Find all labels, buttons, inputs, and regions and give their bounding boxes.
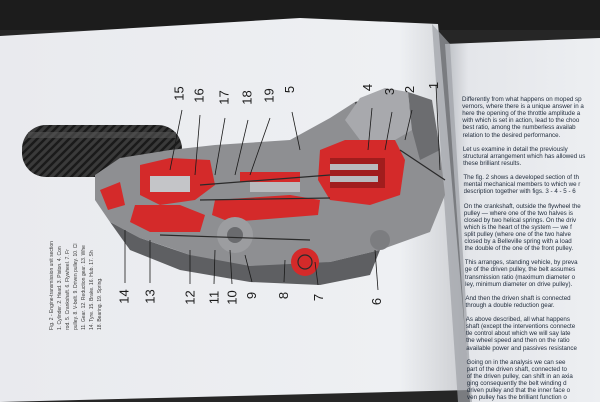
paragraph-line: shaft (except the interventions connecte [465, 323, 576, 331]
paragraph-line: part of the driven shaft, connected to [466, 365, 567, 373]
paragraph-line: available power and passives resistance [466, 344, 577, 352]
paragraph-line: mental mechanical members to which we r [463, 181, 581, 189]
paragraph-line: these brilliant results. [463, 159, 522, 167]
paragraph-line: ge of the driven pulley, the belt assume… [464, 266, 576, 274]
paragraph-line: Going on in the analysis we can see [466, 358, 566, 366]
paragraph-line: relation to the desired performance. [462, 131, 561, 139]
paragraph-line: which is the heart of the system — we f [464, 223, 572, 231]
paragraph-line: As above described, all what happens [465, 316, 570, 324]
paragraph-line: ley, minimum diameter on drive pulley). [465, 280, 573, 288]
paragraph-line: Differently from what happens on moped s… [462, 96, 582, 103]
paragraph-line: This arranges, standing vehicle, by prev… [464, 259, 578, 267]
paragraph-line: description together with figs. 3 - 4 - … [463, 188, 576, 196]
paragraph-line: the double of the one of the front pulle… [464, 245, 574, 253]
paragraph-line: And then the driven shaft is connected [465, 294, 571, 302]
paragraph-line: The fig. 2 shows a developed section of … [463, 174, 579, 182]
engine-cutaway-illustration [22, 88, 446, 285]
paragraph-line: of the driven pulley, can shift in an ax… [466, 372, 573, 380]
paragraph-line: closed by a Belleville spring with a loa… [464, 238, 572, 245]
paragraph-line: the wheel speed and then on the ratio [466, 337, 570, 345]
paragraph-line: transmission ratio (maximum diameter o [465, 273, 576, 281]
paragraph-line: Let us examine in detail the previously [462, 145, 568, 153]
paragraph-line: through a double reduction gear. [465, 301, 555, 309]
paragraph-line: pulley — where one of the two halves is [463, 209, 573, 217]
paragraph-line: vernors, where there is a unique answer … [462, 103, 584, 111]
right-page [445, 38, 600, 402]
paragraph-line: closed by two helical springs. On the dr… [464, 216, 577, 224]
paragraph-line: driven pulley and that the inner face o [466, 387, 571, 395]
paragraph-line: On the crankshaft, outside the flywheel … [463, 202, 581, 210]
paragraph-line: ging consequently the belt winding d [466, 380, 567, 387]
paragraph-line: structural arrangement which has allowed… [462, 152, 586, 160]
paragraph-line: tle control about which we will say late [465, 330, 571, 338]
leader-lines [124, 84, 441, 291]
paragraph-line: with which is set in action, lead to the… [462, 117, 580, 125]
paragraph-line: best ratio, among the numberless availab [462, 124, 576, 132]
paragraph-line: here the opening of the throttle amplitu… [462, 110, 581, 118]
paragraph-line: split pulley (where one of the two halve [464, 230, 571, 238]
red-section-parts [100, 140, 405, 276]
paragraph-line: ven pulley has the brilliant function o [467, 394, 567, 402]
fan-hood [345, 88, 412, 140]
